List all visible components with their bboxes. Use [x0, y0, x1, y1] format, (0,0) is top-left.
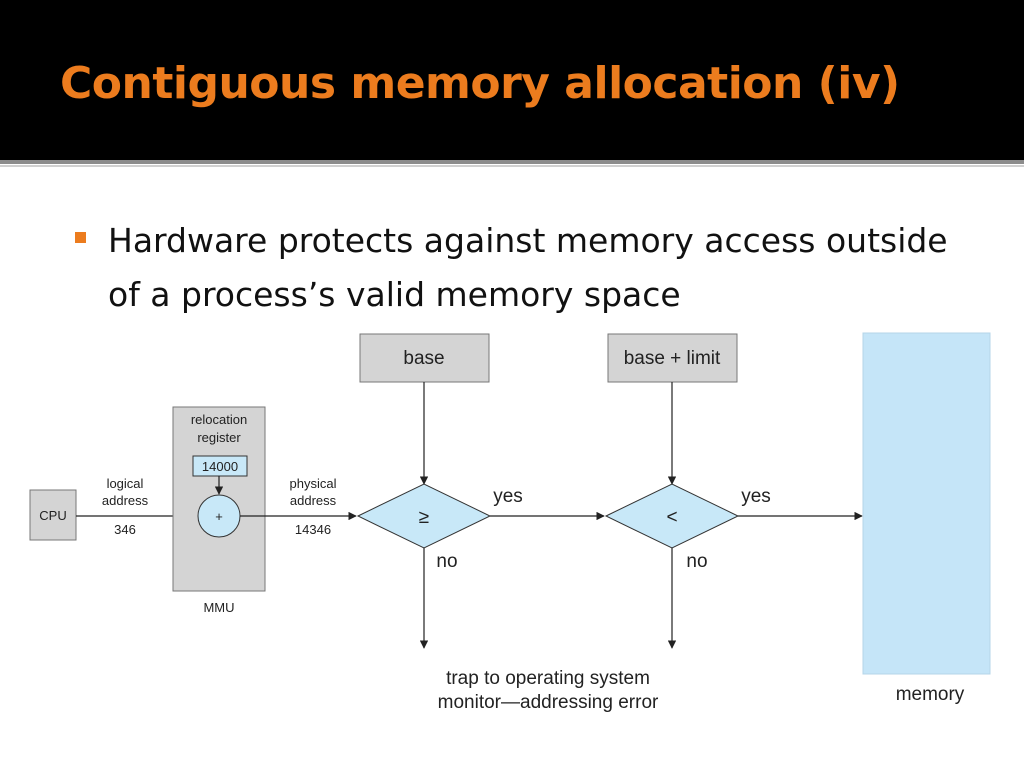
- relocation-register-value: 14000: [202, 459, 238, 474]
- cpu-box: [29, 489, 77, 541]
- bullet-square-icon: [75, 232, 86, 243]
- compare-ge-symbol: ≥: [419, 507, 429, 528]
- logical-address-label-1: logical: [107, 476, 144, 491]
- yes-label-2: yes: [741, 486, 771, 507]
- no-label-1: no: [436, 551, 457, 572]
- slide-title: Contiguous memory allocation (iv): [60, 58, 900, 109]
- relocation-register-box: [192, 455, 248, 477]
- base-limit-label: base + limit: [624, 348, 721, 369]
- title-divider: [0, 160, 1024, 164]
- cpu-label: CPU: [39, 508, 66, 523]
- physical-address-value: 14346: [295, 522, 331, 537]
- relocation-register-label-1: relocation: [191, 412, 247, 427]
- yes-label-1: yes: [493, 486, 523, 507]
- base-label: base: [403, 348, 444, 369]
- title-bar: Contiguous memory allocation (iv): [0, 0, 1024, 160]
- physical-address-label-1: physical: [290, 476, 337, 491]
- trap-label-2: monitor—addressing error: [438, 692, 659, 713]
- plus-icon: +: [215, 509, 223, 524]
- base-box: [359, 333, 490, 383]
- trap-label-1: trap to operating system: [446, 668, 650, 689]
- bullet-text: Hardware protects against memory access …: [108, 221, 948, 314]
- no-label-2: no: [686, 551, 707, 572]
- logical-address-value: 346: [114, 522, 136, 537]
- memory-label: memory: [896, 684, 965, 705]
- compare-lt-symbol: <: [666, 507, 677, 528]
- title-divider-light: [0, 165, 1024, 167]
- logical-address-label-2: address: [102, 493, 149, 508]
- physical-address-label-2: address: [290, 493, 337, 508]
- mmu-label: MMU: [203, 600, 234, 615]
- memory-block: [862, 332, 991, 675]
- relocation-register-label-2: register: [197, 430, 241, 445]
